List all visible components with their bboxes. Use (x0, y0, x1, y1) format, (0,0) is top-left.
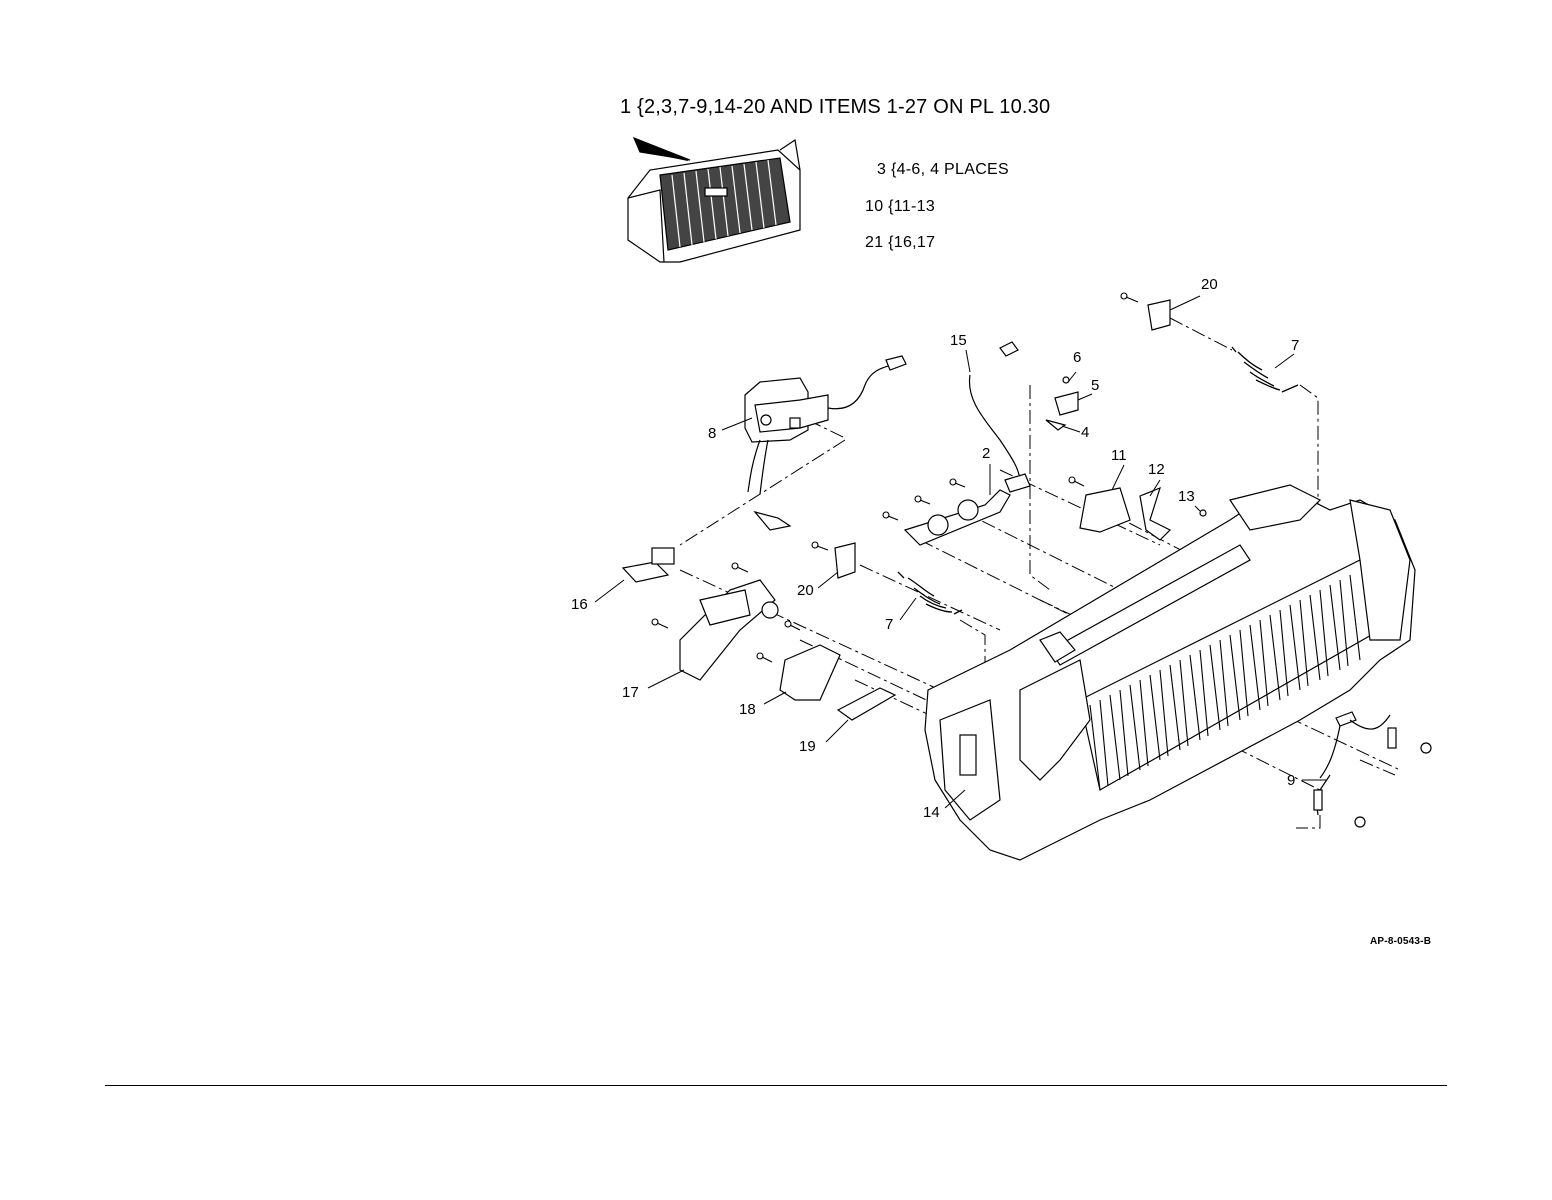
callout-label: 19 (799, 738, 816, 755)
bracket-20 (835, 300, 1170, 578)
pointer-arrow-icon (634, 138, 690, 160)
callout-label: 9 (1287, 772, 1295, 789)
callout-label: 18 (739, 701, 756, 718)
thermostat-2 (905, 342, 1030, 545)
callout-label: 11 (1111, 447, 1127, 464)
callout-label: 13 (1178, 488, 1195, 505)
callout-label: 4 (1081, 424, 1089, 441)
callout-label: 6 (1073, 349, 1081, 366)
harness-9 (1314, 712, 1431, 827)
callout-label: 5 (1091, 377, 1099, 394)
callout-label: 16 (571, 596, 588, 613)
fuser-frame (925, 485, 1415, 860)
callout-label: 2 (982, 445, 990, 462)
assembly-thumbnail (628, 138, 800, 262)
spring-7 (1232, 347, 1298, 392)
callout-label: 7 (1291, 337, 1299, 354)
guide-parts (623, 548, 895, 720)
callout-label: 15 (950, 332, 967, 349)
callout-label: 17 (622, 684, 639, 701)
callout-label: 20 (1201, 276, 1218, 293)
drawing-code: AP-8-0543-B (1370, 936, 1431, 947)
callout-label: 14 (923, 804, 940, 821)
bracket-4-5-6 (1046, 377, 1078, 430)
callout-label: 12 (1148, 461, 1165, 478)
callout-label: 20 (797, 582, 814, 599)
lamp-connector-8 (745, 356, 906, 530)
callout-label: 7 (885, 616, 893, 633)
callout-label: 8 (708, 425, 716, 442)
footer-divider (105, 1085, 1447, 1086)
